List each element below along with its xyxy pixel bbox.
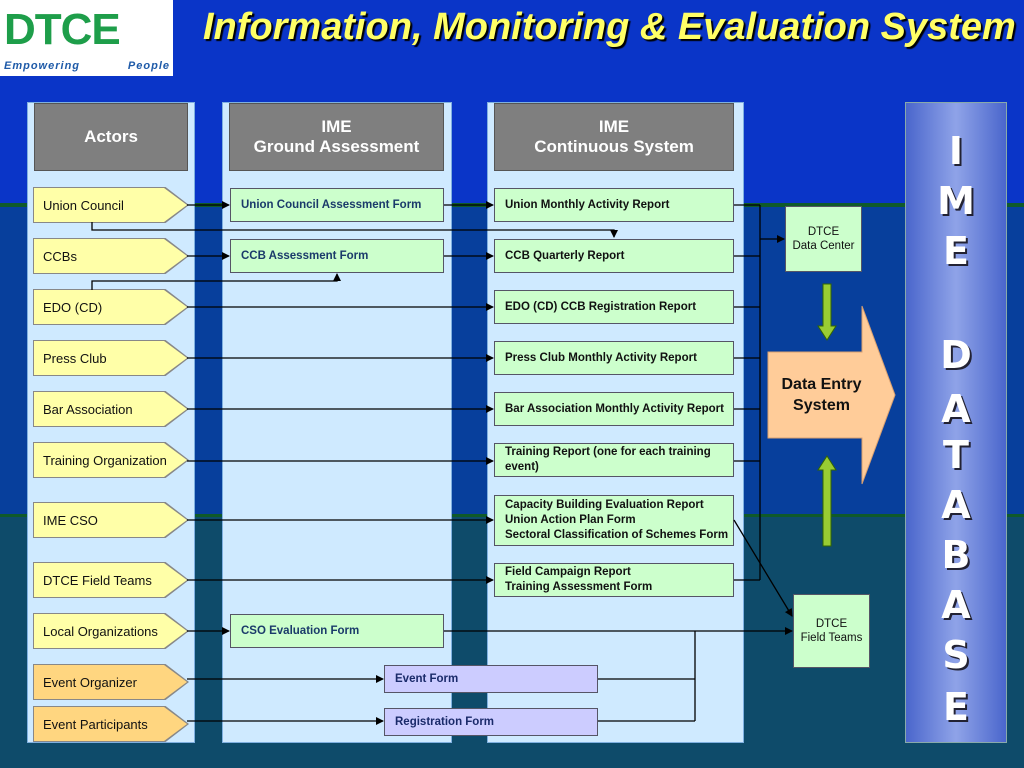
actor-press-club: Press Club: [34, 341, 187, 375]
dtce-data-center: DTCE Data Center: [785, 206, 862, 272]
actor-edo-cd: EDO (CD): [34, 290, 187, 324]
database-letter: A: [941, 387, 971, 431]
report-title: Union Monthly Activity Report: [505, 198, 670, 211]
registration-form: Registration Form: [384, 708, 598, 736]
report-title: Sectoral Classification of Schemes Form: [505, 529, 729, 541]
data-entry-system: Data Entry System: [781, 376, 862, 414]
database-letter: S: [942, 633, 970, 677]
database-letter: A: [941, 583, 971, 627]
actor-union-council: Union Council: [34, 188, 187, 222]
report-title: Press Club Monthly Activity Report: [505, 351, 697, 364]
report-title: EDO (CD) CCB Registration Report: [505, 300, 697, 313]
event-form: Event Form: [384, 665, 598, 693]
ground-assessment-header: IME Ground Assessment: [229, 103, 444, 171]
database-letter: M: [937, 179, 975, 223]
report-title: Training Assessment Form: [505, 581, 653, 593]
continuous-system-header: IME Continuous System: [494, 103, 734, 171]
union-council-assessment-form: Union Council Assessment Form: [230, 188, 444, 222]
report-box: Training Report (one for each training e…: [494, 443, 734, 477]
report-box: EDO (CD) CCB Registration Report: [494, 290, 734, 324]
actor-event-organizer: Event Organizer: [34, 665, 187, 699]
dtce-field-teams-node: DTCE Field Teams: [793, 594, 870, 668]
report-box: Bar Association Monthly Activity Report: [494, 392, 734, 426]
actor-ime-cso: IME CSO: [34, 503, 187, 537]
actor-event-participants: Event Participants: [34, 707, 187, 741]
database-letter: E: [943, 229, 969, 273]
report-title: Union Action Plan Form: [505, 514, 636, 526]
report-title: Capacity Building Evaluation Report: [505, 499, 704, 511]
database-letter: B: [941, 533, 971, 577]
actor-training-organization: Training Organization: [34, 443, 187, 477]
report-title: Bar Association Monthly Activity Report: [505, 402, 724, 415]
page-title: Information, Monitoring & Evaluation Sys…: [203, 6, 1016, 48]
ccb-assessment-form: CCB Assessment Form: [230, 239, 444, 273]
database-letter: E: [943, 685, 969, 729]
database-letter: I: [948, 129, 964, 173]
report-title: CCB Quarterly Report: [505, 249, 625, 262]
actors-header: Actors: [34, 103, 188, 171]
report-title: Field Campaign Report: [505, 566, 631, 578]
logo-tagline: Empowering People: [4, 60, 170, 72]
actor-local-organizations: Local Organizations: [34, 614, 187, 648]
report-box: Union Monthly Activity Report: [494, 188, 734, 222]
actor-dtce-field-teams: DTCE Field Teams: [34, 563, 187, 597]
actor-bar-association: Bar Association: [34, 392, 187, 426]
logo-text: DTCE: [4, 5, 121, 54]
report-box: CCB Quarterly Report: [494, 239, 734, 273]
database-letter: T: [943, 433, 969, 477]
cso-evaluation-form: CSO Evaluation Form: [230, 614, 444, 648]
report-box: Press Club Monthly Activity Report: [494, 341, 734, 375]
database-letter: D: [940, 333, 972, 377]
actor-ccbs: CCBs: [34, 239, 187, 273]
dtce-logo: DTCE Empowering People: [0, 0, 173, 76]
report-title: Training Report (one for each training e…: [505, 446, 711, 473]
database-letter: A: [941, 483, 971, 527]
